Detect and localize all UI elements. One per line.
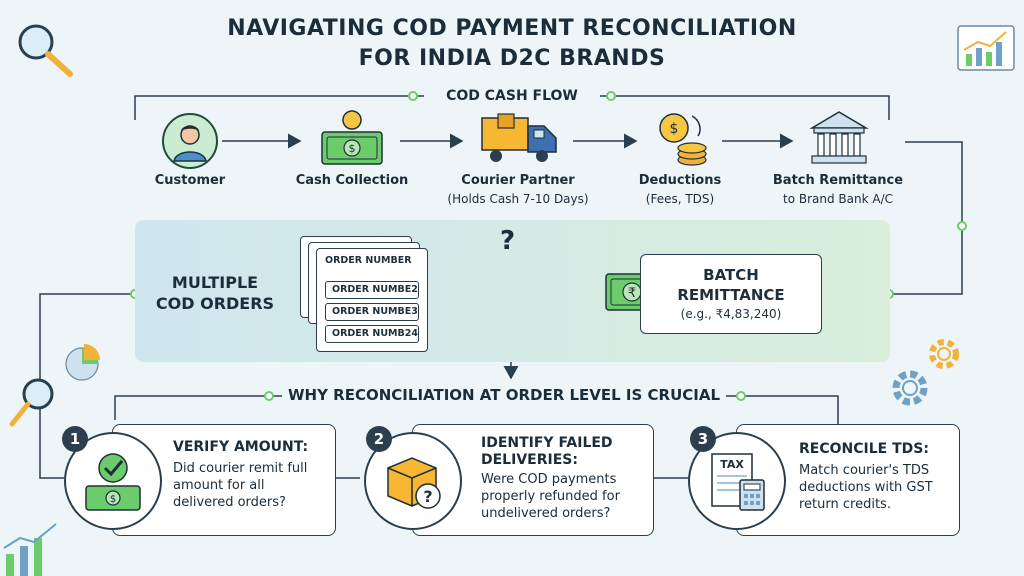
order-row-header: ORDER NUMBER xyxy=(325,255,412,266)
multiple-cod-orders-label: MULTIPLE COD ORDERS xyxy=(150,272,280,314)
order-card-front: ORDER NUMBER ORDER NUMBE2 ORDER NUMBE3 O… xyxy=(316,248,428,352)
node-sub-bank: to Brand Bank A/C xyxy=(782,192,893,206)
step-number-1: 1 xyxy=(62,426,88,452)
batch-title-line2: REMITTANCE xyxy=(677,286,785,304)
step-3-text: Match courier's TDS deductions with GST … xyxy=(799,463,933,512)
step-2-title: IDENTIFY FAILED DELIVERIES: xyxy=(481,435,613,468)
node-label-cash-collection: Cash Collection xyxy=(295,173,409,188)
step-number-2: 2 xyxy=(366,426,392,452)
customer-icon xyxy=(162,113,218,169)
chart-board-icon xyxy=(956,24,1016,76)
node-label-courier: Courier Partner xyxy=(461,173,575,188)
cash-icon: $ xyxy=(318,108,386,170)
step-1-title: VERIFY AMOUNT: xyxy=(173,439,309,455)
gear-icon xyxy=(920,330,968,382)
connector-dot xyxy=(736,391,746,401)
coins-icon: $ xyxy=(648,108,712,170)
node-label-batch-remittance: Batch Remittance xyxy=(772,173,904,188)
why-label: WHY RECONCILIATION AT ORDER LEVEL IS CRU… xyxy=(282,386,727,404)
rupee-glyph: ₹ xyxy=(628,286,636,301)
step-number-3: 3 xyxy=(690,426,716,452)
page-title-line1: NAVIGATING COD PAYMENT RECONCILIATION xyxy=(227,16,797,41)
node-label-deductions: Deductions xyxy=(638,173,722,188)
order-row: ORDER NUMBE3 xyxy=(325,303,419,321)
question-glyph: ? xyxy=(423,487,432,506)
connector-dot xyxy=(408,91,418,101)
truck-icon xyxy=(478,112,560,168)
page-title-line2: FOR INDIA D2C BRANDS xyxy=(358,46,666,71)
step-1-text: Did courier remit full amount for all de… xyxy=(173,461,308,510)
tax-label: TAX xyxy=(720,458,744,471)
step-2-text: Were COD payments properly refunded for … xyxy=(481,472,620,521)
bar-chart-icon xyxy=(0,520,62,576)
batch-example: (e.g., ₹4,83,240) xyxy=(680,307,782,321)
magnifier-icon xyxy=(8,18,78,84)
order-row: ORDER NUMB24 xyxy=(325,325,419,343)
gear-icon xyxy=(884,362,936,418)
multiple-label-line1: MULTIPLE xyxy=(171,273,259,292)
magnifier-small-icon xyxy=(6,372,62,434)
dollar-glyph: $ xyxy=(349,142,356,155)
connector-dot xyxy=(606,91,616,101)
step-3-title: RECONCILE TDS: xyxy=(799,441,929,457)
connector-dot xyxy=(264,391,274,401)
pie-chart-icon xyxy=(62,342,104,388)
batch-title-line1: BATCH xyxy=(703,266,759,284)
step-card-1: VERIFY AMOUNT: Did courier remit full am… xyxy=(112,424,336,536)
dollar-glyph: $ xyxy=(110,494,116,505)
multiple-label-line2: COD ORDERS xyxy=(155,294,275,313)
batch-remittance-box: BATCH REMITTANCE (e.g., ₹4,83,240) xyxy=(640,254,822,334)
order-row: ORDER NUMBE2 xyxy=(325,281,419,299)
node-sub-courier: (Holds Cash 7-10 Days) xyxy=(447,192,589,206)
node-label-customer: Customer xyxy=(154,173,226,188)
node-sub-deductions: (Fees, TDS) xyxy=(645,192,715,206)
connector-dot xyxy=(957,221,967,231)
order-cards-stack: ORDER NUMBER ORDER NUMBE2 ORDER NUMBE3 O… xyxy=(300,236,430,356)
cash-flow-label: COD CASH FLOW xyxy=(424,86,600,106)
question-mark: ? xyxy=(500,226,516,256)
bank-icon xyxy=(806,108,872,168)
dollar-glyph: $ xyxy=(670,121,679,137)
